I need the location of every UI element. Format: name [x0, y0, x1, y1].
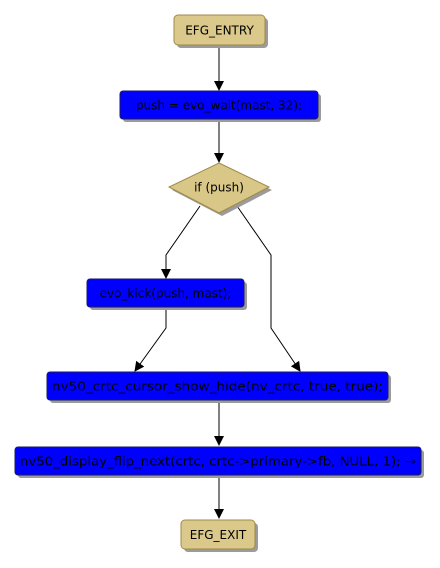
node-entry-label: EFG_ENTRY: [185, 24, 254, 38]
node-cursor-show-hide: nv50_crtc_cursor_show_hide(nv_crtc, true…: [46, 371, 391, 403]
node-entry: EFG_ENTRY: [173, 14, 268, 48]
node-evo-kick-label: evo_kick(push, mast);: [100, 287, 232, 301]
node-evo-wait: push = evo_wait(mast, 32);: [119, 90, 321, 122]
node-exit-label: EFG_EXIT: [190, 528, 247, 542]
edge-evo-kick-to-cursor-show-hide: [134, 306, 167, 372]
edge-if-push-to-evo-kick: [161, 205, 201, 279]
edges: [134, 48, 301, 519]
node-if-push-label: if (push): [194, 181, 244, 195]
node-exit: EFG_EXIT: [180, 519, 258, 552]
node-if-push: if (push): [167, 162, 272, 216]
edge-if-push-to-cursor-show-hide: [236, 205, 301, 372]
node-evo-wait-label: push = evo_wait(mast, 32);: [136, 99, 302, 113]
node-evo-kick: evo_kick(push, mast);: [86, 278, 247, 310]
node-cursor-show-hide-label: nv50_crtc_cursor_show_hide(nv_crtc, true…: [52, 380, 383, 394]
node-flip-next: nv50_display_flip_next(crtc, crtc->prima…: [14, 446, 424, 478]
node-flip-next-label: nv50_display_flip_next(crtc, crtc->prima…: [20, 455, 416, 469]
